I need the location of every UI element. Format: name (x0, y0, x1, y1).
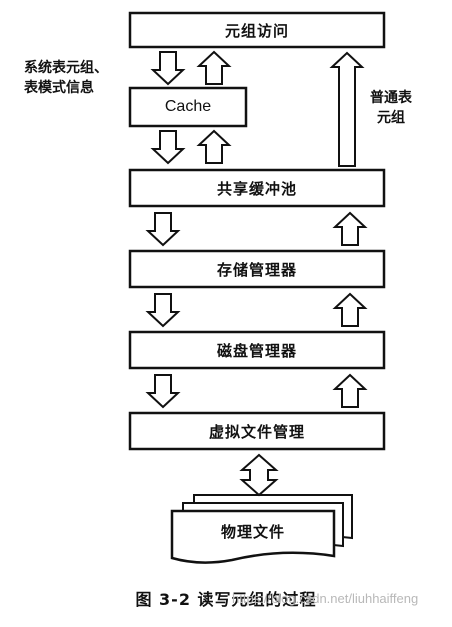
watermark-text: https://blog.csdn.net/liuhhaiffeng (232, 591, 419, 606)
disk-manager-box (128, 330, 386, 370)
arrow-down-disk-vfs (147, 374, 179, 408)
tuple-access-label: 元组访问 (224, 21, 289, 40)
arrow-up-vfs-disk (334, 374, 366, 408)
normal-tuples-line1: 普通表 (370, 90, 412, 106)
storage-manager-box (128, 249, 386, 289)
normal-tuples-line2: 元组 (377, 110, 405, 126)
arrow-up-disk-storage (334, 293, 366, 327)
buffer-pool-box (128, 168, 386, 208)
cache-label: Cache (164, 98, 212, 115)
arrow-double-vfs-file (239, 453, 279, 497)
arrow-down-access-cache (152, 51, 184, 85)
vfs-manager-label: 虚拟文件管理 (208, 422, 305, 441)
system-tuples-line2: 表模式信息 (24, 80, 94, 96)
tuple-access-box (128, 11, 386, 49)
storage-manager-label: 存储管理器 (216, 260, 297, 279)
arrow-down-cache-pool (152, 130, 184, 164)
arrow-up-cache-access (198, 51, 230, 85)
cache-box (128, 86, 248, 128)
arrow-down-storage-disk (147, 293, 179, 327)
arrow-up-storage-pool (334, 212, 366, 246)
arrow-up-pool-cache (198, 130, 230, 164)
physical-file-shape (170, 494, 353, 564)
normal-tuples-label: 普通表 元组 (370, 88, 412, 128)
physical-file-label: 物理文件 (220, 522, 285, 541)
arrow-down-pool-storage (147, 212, 179, 246)
vfs-manager-box (128, 411, 386, 451)
system-tuples-line1: 系统表元组、 (24, 60, 108, 76)
arrow-up-pool-access-long (329, 51, 365, 167)
disk-manager-label: 磁盘管理器 (216, 341, 297, 360)
buffer-pool-label: 共享缓冲池 (216, 179, 297, 198)
system-tuples-label: 系统表元组、 表模式信息 (24, 58, 108, 98)
figure-caption: 图 3-2 读写元组的过程 (135, 590, 317, 609)
